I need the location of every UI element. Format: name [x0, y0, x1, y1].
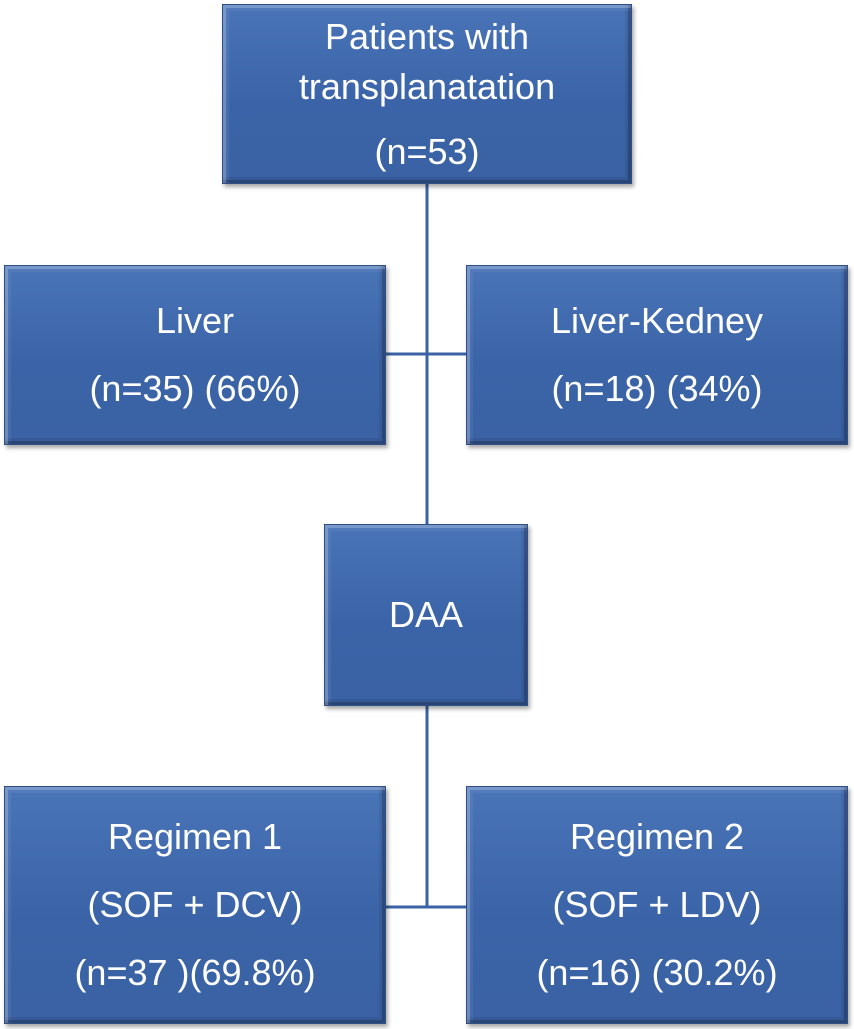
- node-liver-kidney: Liver-Kedney (n=18) (34%): [466, 265, 848, 445]
- node-regimen-2-line-1: Regimen 2: [569, 816, 745, 857]
- node-regimen-1: Regimen 1 (SOF + DCV) (n=37 )(69.8%): [4, 786, 386, 1024]
- node-regimen-2: Regimen 2 (SOF + LDV) (n=16) (30.2%): [466, 786, 848, 1024]
- node-patients-with-transplantation: Patients with transplanatation (n=53): [222, 4, 632, 184]
- node-liver: Liver (n=35) (66%): [4, 265, 386, 445]
- node-root-line-1: Patients with: [324, 15, 530, 57]
- node-daa-line-1: DAA: [388, 594, 464, 635]
- node-root-line-2: transplanatation: [298, 65, 556, 107]
- node-liver-kidney-line-1: Liver-Kedney: [550, 300, 764, 341]
- node-regimen-1-line-2: (SOF + DCV): [87, 884, 303, 925]
- node-root-line-3: (n=53): [374, 130, 480, 172]
- node-regimen-2-line-2: (SOF + LDV): [552, 884, 762, 925]
- node-regimen-2-line-3: (n=16) (30.2%): [536, 952, 778, 993]
- node-liver-line-2: (n=35) (66%): [89, 368, 301, 409]
- node-regimen-1-line-1: Regimen 1: [107, 816, 283, 857]
- node-liver-line-1: Liver: [155, 300, 235, 341]
- node-liver-kidney-line-2: (n=18) (34%): [551, 368, 763, 409]
- node-daa: DAA: [324, 524, 528, 706]
- node-regimen-1-line-3: (n=37 )(69.8%): [74, 952, 316, 993]
